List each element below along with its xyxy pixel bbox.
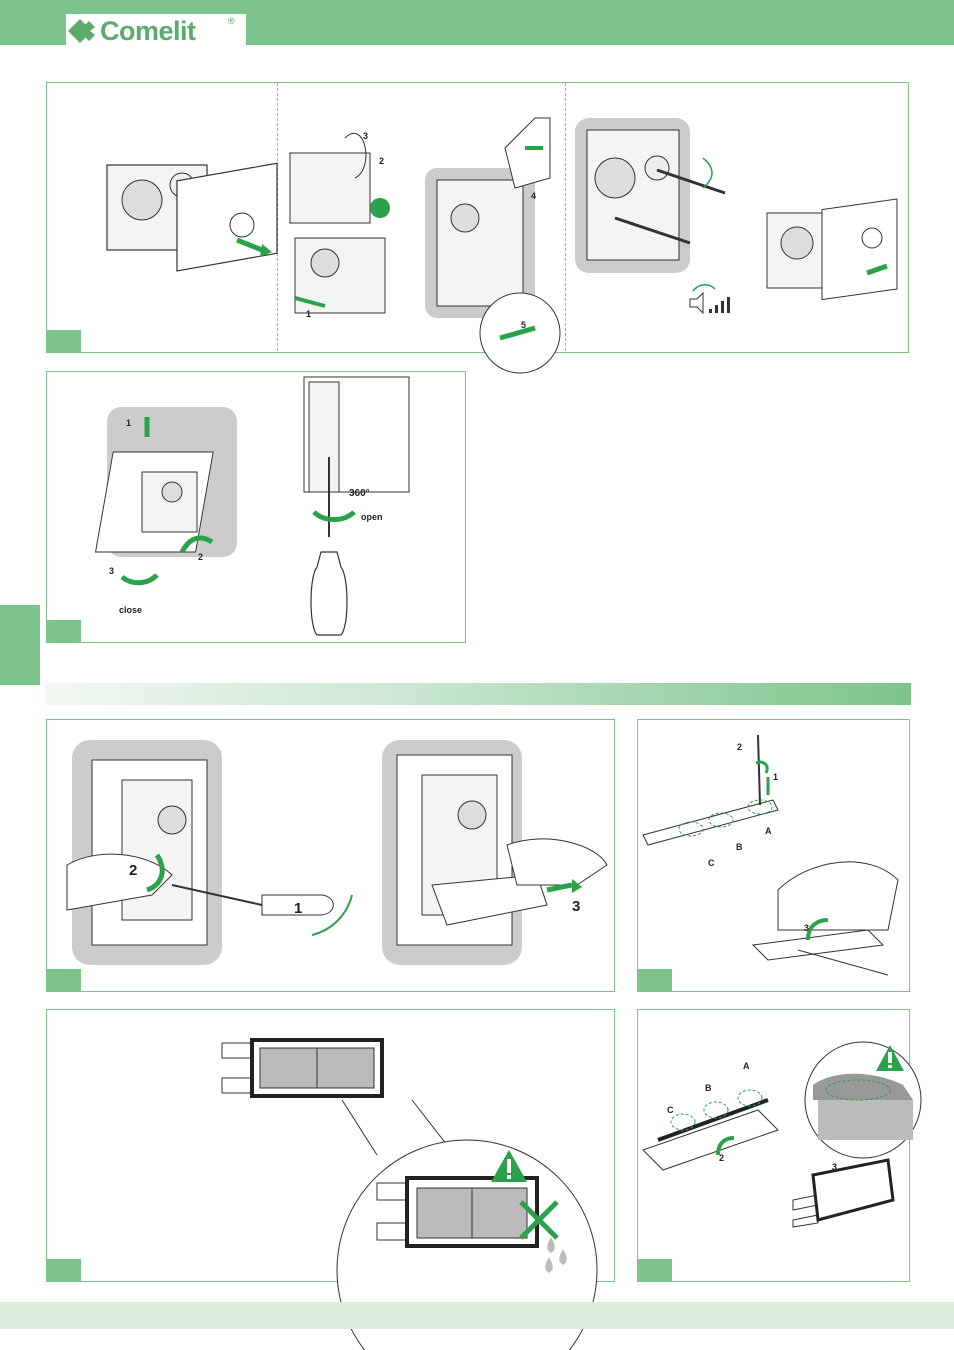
close-label: close <box>119 605 142 615</box>
step-label: 2 <box>719 1153 724 1163</box>
panel-frame-mounting: 1 2 3 close 360° open <box>46 371 466 643</box>
point-label: B <box>736 842 743 852</box>
panel-label-card <box>46 1009 615 1282</box>
step-label: 1 <box>773 772 778 782</box>
logo-mark-icon <box>68 19 98 43</box>
step-label: 1 <box>126 418 131 428</box>
point-label: C <box>667 1105 674 1115</box>
wiring-illustration <box>285 108 395 328</box>
step-label: 3 <box>832 1162 837 1172</box>
step-label: 1 <box>306 309 311 319</box>
screwdriver-icon <box>311 552 347 635</box>
panel-tab <box>47 1259 81 1281</box>
step-label: 2 <box>379 156 384 166</box>
module-illustration <box>97 145 277 295</box>
point-label: B <box>705 1083 712 1093</box>
label-card-illustration <box>217 1038 387 1098</box>
label-holder-illustration <box>638 725 828 865</box>
step-label: 2 <box>737 742 742 752</box>
step-label: 1 <box>294 900 302 917</box>
arrow-icon <box>117 565 167 595</box>
label-holder-small-illustration <box>788 1155 898 1225</box>
point-label: C <box>708 858 715 868</box>
cover-closing-illustration <box>762 208 902 318</box>
label-holder-insert-illustration <box>638 1070 788 1180</box>
step-label: 3 <box>109 566 114 576</box>
warning-icon <box>489 1148 529 1184</box>
panel-tab <box>638 1259 672 1281</box>
page-footer <box>0 1302 954 1329</box>
warning-icon <box>874 1043 906 1073</box>
volume-icon <box>685 281 745 321</box>
rotation-label: 360° <box>349 488 370 499</box>
step-label: 5 <box>521 320 526 330</box>
side-tab <box>0 605 40 685</box>
screw-illustration <box>299 377 419 642</box>
label-lift-illustration <box>748 850 908 980</box>
cover-removal-right-illustration <box>377 735 607 975</box>
brand-name: Comelit <box>100 16 196 47</box>
step-label: 2 <box>129 862 137 879</box>
dashed-divider <box>565 83 566 351</box>
panel-tab <box>47 330 81 352</box>
point-label: A <box>765 826 772 836</box>
panel-label-holder-insert: A B C 2 3 <box>637 1009 910 1282</box>
step-label: 3 <box>363 131 368 141</box>
water-drops-icon <box>541 1235 581 1275</box>
panel-label-holder-removal: 2 1 A B C 3 <box>637 719 910 992</box>
step-label: 3 <box>804 923 809 933</box>
panel-module-installation: 1 2 3 4 5 <box>46 82 909 353</box>
step-label: 4 <box>531 191 536 201</box>
registered-mark: ® <box>228 16 235 26</box>
panel-tab <box>47 620 81 642</box>
section-bar <box>46 683 911 705</box>
step-label: 3 <box>572 898 580 915</box>
panel-tab <box>638 969 672 991</box>
cover-removal-left-illustration <box>62 735 372 975</box>
point-label: A <box>743 1061 750 1071</box>
open-label: open <box>361 512 383 522</box>
volume-adjust-illustration <box>575 118 735 278</box>
brand-logo: Comelit ® <box>66 14 246 48</box>
panel-cover-removal: 1 2 3 <box>46 719 615 992</box>
connection-illustration <box>405 108 555 348</box>
step-label: 2 <box>198 552 203 562</box>
